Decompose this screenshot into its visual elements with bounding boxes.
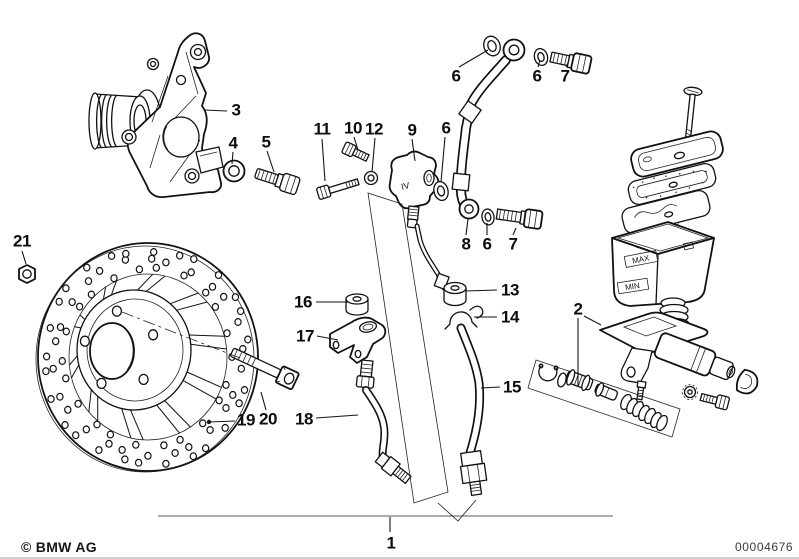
callout-label-6: 6 bbox=[532, 66, 542, 86]
rubber-cap bbox=[734, 368, 761, 397]
callout-label-18: 18 bbox=[295, 409, 313, 429]
brake-hose-18 bbox=[366, 390, 413, 486]
callout-label-7: 7 bbox=[508, 234, 518, 254]
callout-label-15: 15 bbox=[503, 377, 521, 397]
brake-disc bbox=[36, 243, 258, 472]
banjo-ring-6-top bbox=[481, 34, 503, 58]
screw-10 bbox=[341, 142, 370, 164]
upper-brake-hose bbox=[452, 60, 506, 207]
callout-label-19: 19 bbox=[237, 410, 255, 430]
callout-label-2: 2 bbox=[573, 299, 583, 319]
bracket-17 bbox=[330, 318, 385, 389]
callout-label-12: 12 bbox=[365, 119, 383, 139]
reservoir-cover bbox=[629, 129, 725, 178]
washer-6-a bbox=[432, 180, 450, 202]
banjo-bolt-7-top bbox=[549, 48, 592, 74]
page-bottom-edge bbox=[0, 557, 799, 559]
clip-14 bbox=[445, 306, 483, 329]
callout-label-21: 21 bbox=[13, 231, 31, 251]
callout-label-13: 13 bbox=[501, 280, 519, 300]
banjo-eye-top bbox=[504, 40, 525, 61]
callout-label-9: 9 bbox=[407, 120, 417, 140]
callout-label-7: 7 bbox=[560, 66, 570, 86]
allen-bolt-19-20 bbox=[228, 344, 299, 390]
nut-12 bbox=[365, 172, 378, 185]
caliper-carrier bbox=[122, 33, 223, 197]
callout-label-8: 8 bbox=[461, 234, 471, 254]
callout-label-14: 14 bbox=[501, 307, 519, 327]
callout-leader-lines bbox=[22, 50, 601, 532]
document-number: 00004676 bbox=[735, 540, 794, 554]
callout-label-11: 11 bbox=[313, 119, 331, 139]
washer-6-b bbox=[481, 208, 496, 226]
construction-lines bbox=[122, 193, 613, 521]
bolt-11 bbox=[316, 176, 360, 200]
nut-21 bbox=[19, 265, 35, 283]
grommet-13 bbox=[444, 283, 466, 306]
callout-label-1: 1 bbox=[386, 533, 396, 553]
banjo-8 bbox=[460, 200, 479, 219]
copyright-text: © BMW AG bbox=[21, 539, 97, 555]
callout-label-5: 5 bbox=[261, 132, 271, 152]
brake-pipe bbox=[417, 226, 449, 289]
callout-label-4: 4 bbox=[228, 133, 238, 153]
brake-hose-15 bbox=[459, 328, 489, 496]
distributor-marking: IV bbox=[400, 180, 411, 192]
reservoir-gasket bbox=[626, 162, 717, 207]
callout-label-16: 16 bbox=[294, 292, 312, 312]
grommet-16 bbox=[346, 294, 368, 315]
callout-label-20: 20 bbox=[259, 409, 277, 429]
distributor-9: IV bbox=[390, 151, 439, 228]
reservoir-max-marking: MAX bbox=[631, 253, 650, 265]
piston-repair-kit bbox=[528, 360, 680, 437]
star-washer bbox=[683, 385, 698, 400]
nut-4 bbox=[223, 161, 244, 182]
callout-label-10: 10 bbox=[344, 118, 362, 138]
callout-label-3: 3 bbox=[231, 100, 241, 120]
callout-label-6: 6 bbox=[451, 66, 461, 86]
reservoir-min-marking: MIN bbox=[624, 281, 640, 292]
piston-spring bbox=[619, 393, 670, 432]
master-cylinder bbox=[600, 298, 761, 410]
callout-label-6: 6 bbox=[441, 118, 451, 138]
washer-6-top bbox=[533, 47, 550, 67]
reservoir-body: MAX MIN bbox=[612, 222, 714, 306]
bleed-screw bbox=[635, 381, 645, 400]
fastening-screw bbox=[699, 391, 729, 410]
bolt-5 bbox=[253, 164, 300, 195]
callout-label-6: 6 bbox=[482, 234, 492, 254]
callout-label-17: 17 bbox=[296, 326, 314, 346]
banjo-bolt-7-b bbox=[496, 205, 543, 229]
